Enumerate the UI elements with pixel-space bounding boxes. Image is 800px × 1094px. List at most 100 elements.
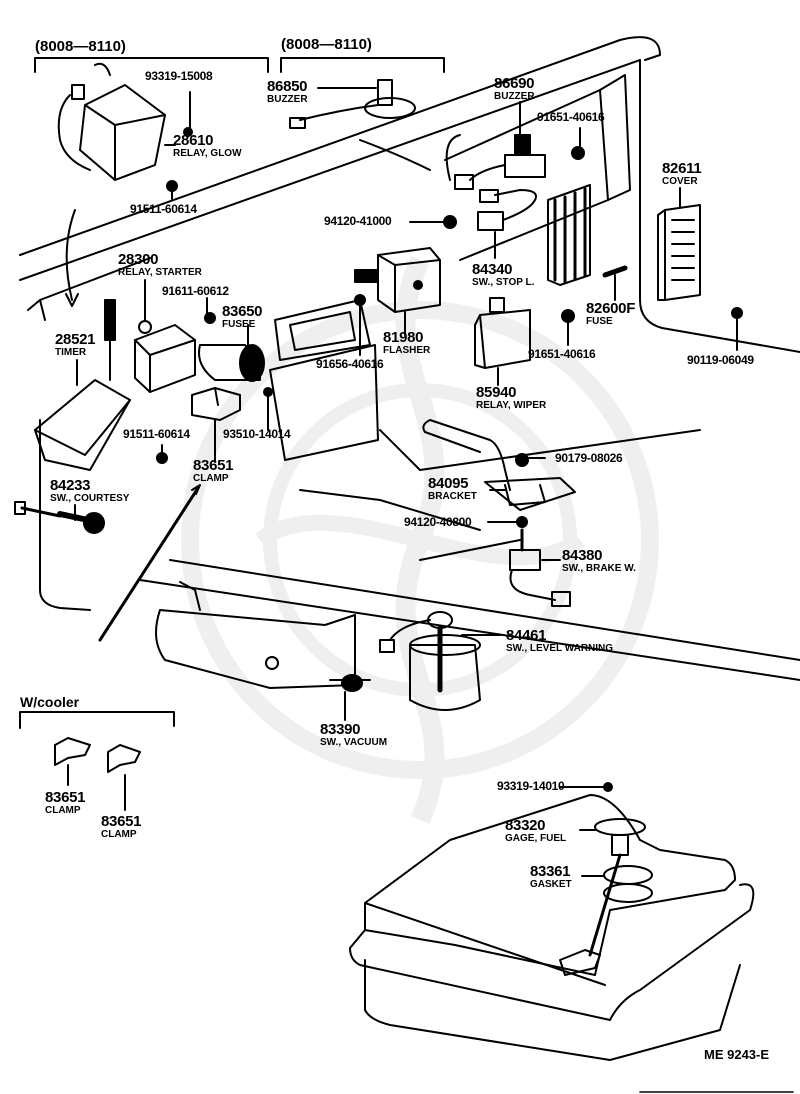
callout-91511-60614-a[interactable]: 91511-60614 bbox=[130, 203, 197, 215]
part-number: 86690 bbox=[494, 75, 535, 92]
bolt-91511-60614-b bbox=[156, 452, 168, 464]
bolt-91611-60612 bbox=[204, 312, 216, 324]
callout-91651-40616-b[interactable]: 91651-40616 bbox=[528, 348, 596, 360]
part-number: 84461 bbox=[506, 627, 547, 644]
part-number: 28521 bbox=[55, 331, 96, 348]
part-number: 83650 bbox=[222, 303, 263, 320]
arrow-head bbox=[65, 293, 79, 307]
part-name: FUSE bbox=[586, 316, 613, 327]
part-number: 91651-40616 bbox=[537, 110, 605, 124]
connector-block bbox=[547, 184, 591, 286]
part-number: 90119-06049 bbox=[687, 353, 754, 367]
fuel-gage-83320-drawing bbox=[588, 818, 646, 957]
part-number: 83320 bbox=[505, 817, 546, 834]
group-label-w-cooler: W/cooler bbox=[20, 694, 80, 710]
courtesy-switch-84233-drawing bbox=[14, 501, 105, 534]
part-number: 91611-60612 bbox=[162, 284, 229, 298]
group-bracket-3 bbox=[19, 711, 175, 729]
part-name: BUZZER bbox=[494, 91, 535, 102]
stop-switch-84340-drawing bbox=[477, 189, 537, 231]
buzzer-86850-drawing bbox=[289, 79, 416, 129]
part-name: GASKET bbox=[530, 879, 572, 890]
part-number: 82611 bbox=[662, 160, 702, 177]
group-label-8008-8110-b: (8008—8110) bbox=[281, 36, 372, 53]
cooler-clamp-1-drawing bbox=[54, 737, 91, 766]
part-number: 84233 bbox=[50, 477, 91, 494]
part-name: FUSEE bbox=[222, 319, 256, 330]
handbrake-lever bbox=[422, 419, 576, 511]
brake-warning-switch-84380-drawing bbox=[509, 528, 571, 607]
diagram-code: ME 9243-E bbox=[704, 1047, 770, 1062]
buzzer-86690-drawing bbox=[454, 134, 546, 190]
callout-91656-40616[interactable]: 91656-40616 bbox=[316, 358, 384, 370]
part-name: RELAY, STARTER bbox=[118, 267, 202, 278]
clamp-arrow-head bbox=[191, 484, 201, 495]
part-name: SW., COURTESY bbox=[50, 493, 130, 504]
part-number: 86850 bbox=[267, 78, 308, 95]
part-number: 83361 bbox=[530, 863, 571, 880]
callout-94120-40800[interactable]: 94120-40800 bbox=[404, 516, 472, 528]
relay-glow-drawing bbox=[57, 62, 166, 181]
callout-90119-06049[interactable]: 90119-06049 bbox=[687, 354, 754, 366]
fuel-tank-drawing bbox=[349, 794, 755, 1061]
part-number: 91511-60614 bbox=[123, 427, 190, 441]
callout-94120-41000[interactable]: 94120-41000 bbox=[324, 214, 392, 228]
screw-93319-14010 bbox=[603, 782, 613, 792]
callout-91651-40616-a[interactable]: 91651-40616 bbox=[537, 110, 605, 124]
flasher-81980-drawing bbox=[354, 247, 441, 313]
callout-93319-15008[interactable]: 93319-15008 bbox=[145, 70, 213, 82]
part-number: 94120-41000 bbox=[324, 214, 392, 228]
part-name: SW., STOP L. bbox=[472, 277, 535, 288]
part-number: 84380 bbox=[562, 547, 603, 564]
callout-91511-60614-b[interactable]: 91511-60614 bbox=[123, 428, 190, 440]
part-name: BUZZER bbox=[267, 94, 308, 105]
part-number: 90179-08026 bbox=[555, 451, 623, 465]
vacuum-tank bbox=[155, 581, 356, 689]
screw-91656-40616 bbox=[354, 294, 366, 306]
relay-starter-28300-drawing bbox=[134, 320, 196, 393]
part-name: CLAMP bbox=[193, 473, 229, 484]
relay-wiper-85940-drawing bbox=[474, 297, 531, 369]
part-name: SW., LEVEL WARNING bbox=[506, 643, 614, 654]
group-label-8008-8110-a: (8008—8110) bbox=[35, 38, 126, 55]
part-name: CLAMP bbox=[45, 805, 81, 816]
nut-90179-08026 bbox=[515, 453, 529, 467]
part-number: 84340 bbox=[472, 261, 513, 278]
callout-93319-14010[interactable]: 93319-14010 bbox=[497, 779, 565, 793]
group-bracket-2 bbox=[280, 57, 445, 73]
clamp-arrow-line bbox=[98, 486, 200, 642]
part-name: SW., VACUUM bbox=[320, 737, 388, 748]
part-number: 93319-14010 bbox=[497, 779, 565, 793]
part-name: TIMER bbox=[55, 347, 87, 358]
callout-91611-60612[interactable]: 91611-60612 bbox=[162, 285, 229, 297]
part-name: RELAY, WIPER bbox=[476, 400, 547, 411]
callout-93510-14014[interactable]: 93510-14014 bbox=[223, 428, 291, 440]
part-name: BRACKET bbox=[428, 491, 477, 502]
part-number: 28300 bbox=[118, 251, 159, 268]
screw-93510-14014 bbox=[263, 387, 273, 397]
callout-90179-08026[interactable]: 90179-08026 bbox=[555, 451, 623, 465]
part-number: 83390 bbox=[320, 721, 361, 738]
